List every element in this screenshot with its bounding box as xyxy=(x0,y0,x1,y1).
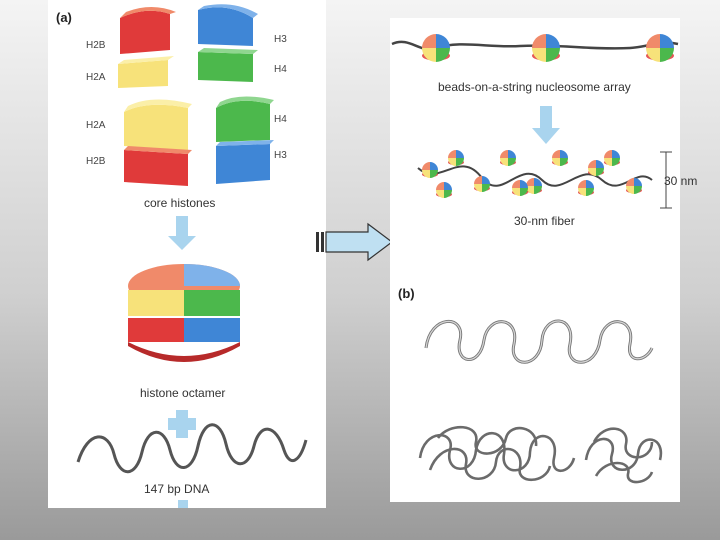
h4-top-piece xyxy=(198,48,258,82)
loop-cluster-right xyxy=(584,427,663,484)
fiber-nucleosome xyxy=(500,150,516,166)
label-h2b-mid: H2B xyxy=(86,156,106,167)
nucleosome-bead xyxy=(422,34,450,62)
caption-30nm-fiber: 30-nm fiber xyxy=(514,214,575,228)
h2a-mid-piece xyxy=(124,99,192,150)
label-h4-mid: H4 xyxy=(274,114,287,125)
label-h2a-top: H2A xyxy=(86,72,106,83)
fiber-nucleosome xyxy=(436,182,452,198)
fiber-strand xyxy=(417,165,653,187)
fiber-nucleosome xyxy=(448,150,464,166)
nucleosome-beads xyxy=(422,34,674,62)
caption-core-histones: core histones xyxy=(144,196,216,210)
h2b-mid-piece xyxy=(124,146,192,186)
fiber-nucleosome xyxy=(588,160,604,176)
label-h2b-top: H2B xyxy=(86,40,106,51)
label-h3-mid: H3 xyxy=(274,150,287,161)
nucleosome-bead xyxy=(532,34,560,62)
nucleosome-bead xyxy=(646,34,674,62)
panel-a-graphics xyxy=(76,4,308,508)
fiber-nucleosome xyxy=(578,180,594,196)
down-arrow-2 xyxy=(178,500,188,508)
h2b-top-piece xyxy=(120,7,176,54)
transition-arrow xyxy=(316,222,393,262)
fiber-nucleosome xyxy=(474,176,490,192)
octamer-shape xyxy=(128,264,240,362)
panel-right-graphics xyxy=(391,34,679,484)
panel-a: (a) xyxy=(48,0,326,508)
caption-30nm: 30 nm xyxy=(664,174,698,188)
fiber-nucleosome xyxy=(512,180,528,196)
h3-top-piece xyxy=(198,4,258,47)
scale-bar xyxy=(660,151,672,209)
fiber-nucleosome xyxy=(422,162,438,178)
label-h2a-mid: H2A xyxy=(86,120,106,131)
panel-right: beads-on-a-string nucleosome array 30 nm… xyxy=(390,18,697,502)
fiber-nucleosome xyxy=(526,178,542,194)
down-arrow-3 xyxy=(532,106,560,144)
label-h4-top: H4 xyxy=(274,64,287,75)
label-h3-top: H3 xyxy=(274,34,287,45)
panel-a-tag: (a) xyxy=(56,10,72,25)
panel-b-tag: (b) xyxy=(398,286,415,301)
fiber-nucleosomes xyxy=(422,150,642,198)
h2a-top-piece xyxy=(118,56,174,88)
fiber-nucleosome xyxy=(626,178,642,194)
caption-histone-octamer: histone octamer xyxy=(140,386,226,400)
fiber-nucleosome xyxy=(552,150,568,166)
caption-dna: 147 bp DNA xyxy=(144,482,210,496)
h3-mid-piece xyxy=(216,140,274,184)
plus-sign xyxy=(168,410,196,438)
dna-strand xyxy=(76,423,308,474)
caption-beads-on-a-string: beads-on-a-string nucleosome array xyxy=(438,80,631,94)
loop-array-top xyxy=(424,319,654,364)
loop-cluster-left xyxy=(418,425,576,481)
down-arrow-1 xyxy=(168,216,196,250)
h4-mid-piece xyxy=(216,96,274,142)
fiber-nucleosome xyxy=(604,150,620,166)
